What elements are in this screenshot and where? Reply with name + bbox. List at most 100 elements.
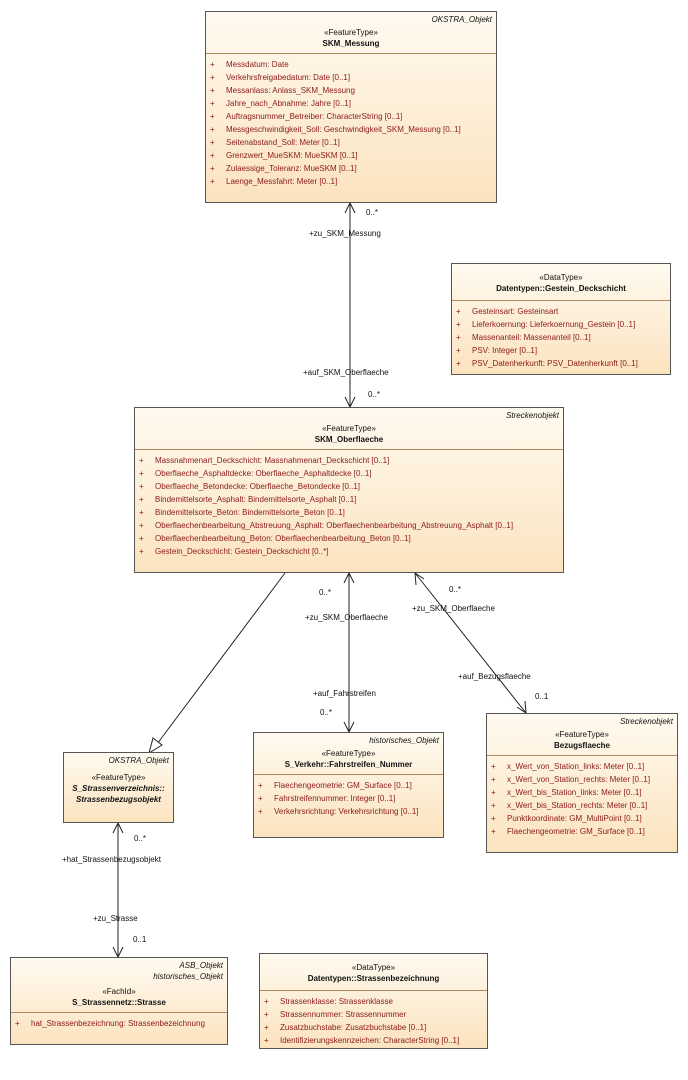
multiplicity-label: 0..* (449, 585, 462, 594)
visibility-marker: + (264, 997, 269, 1006)
class-bezugsflaeche[interactable]: Streckenobjekt «FeatureType» Bezugsflaec… (486, 713, 678, 853)
class-tag: Streckenobjekt (620, 717, 673, 726)
class-strasse[interactable]: ASB_Objekt historisches_Objekt «FachId» … (10, 957, 228, 1045)
class-strassenbezugsobjekt[interactable]: OKSTRA_Objekt «FeatureType» S_Strassenve… (63, 752, 174, 823)
class-name-line1: S_Strassenverzeichnis:: (72, 784, 165, 793)
attribute-row[interactable]: +Verkehrsfreigabedatum: Date [0..1] (210, 71, 492, 84)
class-strassenbezeichnung[interactable]: «DataType» Datentypen::Strassenbezeichnu… (259, 953, 488, 1049)
visibility-marker: + (139, 534, 144, 543)
class-tag: historisches_Objekt (369, 736, 439, 745)
visibility-marker: + (210, 151, 215, 160)
attribute-text: x_Wert_von_Station_rechts: Meter [0..1] (507, 775, 651, 784)
visibility-marker: + (210, 99, 215, 108)
class-gestein-deckschicht[interactable]: «DataType» Datentypen::Gestein_Deckschic… (451, 263, 671, 375)
attribute-row[interactable]: + Zusatzbuchstabe: Zusatzbuchstabe [0..1] (264, 1021, 483, 1034)
attribute-row[interactable]: +hat_Strassenbezeichnung: Strassenbezeic… (15, 1017, 223, 1030)
class-tag: OKSTRA_Objekt (431, 15, 492, 24)
visibility-marker: + (456, 307, 461, 316)
class-fahrstreifen-nummer[interactable]: historisches_Objekt «FeatureType» S_Verk… (253, 732, 444, 838)
attribute-row[interactable]: +x_Wert_von_Station_links: Meter [0..1] (491, 760, 673, 773)
attribute-text: Bindemittelsorte_Beton: Bindemittelsorte… (155, 508, 345, 517)
visibility-marker: + (264, 1036, 269, 1045)
attribute-row[interactable]: +Flaechengeometrie: GM_Surface [0..1] (491, 825, 673, 838)
attribute-row[interactable]: + Gesteinsart: Gesteinsart (456, 305, 666, 318)
generalization-arrowhead (148, 737, 163, 755)
attribute-list: +Strassenklasse: Strassenklasse+Strassen… (260, 991, 487, 1049)
attribute-row[interactable]: +Strassennummer: Strassennummer (264, 1008, 483, 1021)
visibility-marker: + (139, 547, 144, 556)
visibility-marker: + (264, 1023, 269, 1032)
multiplicity-label: 0..* (134, 834, 147, 843)
attribute-row[interactable]: + Zulaessige_Toleranz: MueSKM [0..1] (210, 162, 492, 175)
attribute-text: Messanlass: Anlass_SKM_Messung (226, 86, 355, 95)
attribute-row[interactable]: +Grenzwert_MueSKM: MueSKM [0..1] (210, 149, 492, 162)
attribute-row[interactable]: +Flaechengeometrie: GM_Surface [0..1] (258, 779, 439, 792)
arrow-to-oberflaeche-fs (343, 571, 355, 584)
visibility-marker: + (491, 762, 496, 771)
attribute-row[interactable]: +Oberflaechenbearbeitung_Beton: Oberflae… (139, 532, 559, 545)
class-skm-oberflaeche[interactable]: Streckenobjekt «FeatureType» SKM_Oberfla… (134, 407, 564, 573)
visibility-marker: + (491, 801, 496, 810)
attribute-row[interactable]: +Oberflaechenbearbeitung_Abstreuung_Asph… (139, 519, 559, 532)
visibility-marker: + (264, 1010, 269, 1019)
visibility-marker: + (210, 60, 215, 69)
attribute-row[interactable]: +Seitenabstand_Soll: Meter [0..1] (210, 136, 492, 149)
role-label: +zu_SKM_Oberflaeche (412, 604, 495, 613)
attribute-text: x_Wert_bis_Station_links: Meter [0..1] (507, 788, 642, 797)
attribute-text: Auftragsnummer_Betreiber: CharacterStrin… (226, 112, 403, 121)
visibility-marker: + (210, 177, 215, 186)
attribute-row[interactable]: +Jahre_nach_Abnahme: Jahre [0..1] (210, 97, 492, 110)
visibility-marker: + (210, 164, 215, 173)
attribute-row[interactable]: +Messgeschwindigkeit_Soll: Geschwindigke… (210, 123, 492, 136)
attribute-text: Fahrstreifennummer: Integer [0..1] (274, 794, 396, 803)
attribute-row[interactable]: +x_Wert_bis_Station_rechts: Meter [0..1] (491, 799, 673, 812)
attribute-row[interactable]: +Strassenklasse: Strassenklasse (264, 995, 483, 1008)
attribute-row[interactable]: +Messdatum: Date (210, 58, 492, 71)
attribute-row[interactable]: +x_Wert_bis_Station_links: Meter [0..1] (491, 786, 673, 799)
attribute-row[interactable]: +Oberflaeche_Asphaltdecke: Oberflaeche_A… (139, 467, 559, 480)
visibility-marker: + (139, 456, 144, 465)
attribute-text: Identifizierungskennzeichen: CharacterSt… (280, 1036, 460, 1045)
attribute-row[interactable]: +Massnahmenart_Deckschicht: Massnahmenar… (139, 454, 559, 467)
attribute-row[interactable]: +Bindemittelsorte_Asphalt: Bindemittelso… (139, 493, 559, 506)
role-label: +auf_Bezugsflaeche (458, 672, 531, 681)
attribute-row[interactable]: +Auftragsnummer_Betreiber: CharacterStri… (210, 110, 492, 123)
attribute-row[interactable]: +Bindemittelsorte_Beton: Bindemittelsort… (139, 506, 559, 519)
visibility-marker: + (491, 814, 496, 823)
attribute-text: Oberflaeche_Asphaltdecke: Oberflaeche_As… (155, 469, 372, 478)
visibility-marker: + (15, 1019, 20, 1028)
attribute-row[interactable]: +Messanlass: Anlass_SKM_Messung (210, 84, 492, 97)
attribute-text: Messgeschwindigkeit_Soll: Geschwindigkei… (226, 125, 461, 134)
role-label: +auf_SKM_Oberflaeche (303, 368, 389, 377)
arrow-to-sbo (112, 821, 124, 834)
attribute-row[interactable]: + Identifizierungskennzeichen: CharacterS… (264, 1034, 483, 1047)
visibility-marker: + (139, 482, 144, 491)
attribute-text: Zusatzbuchstabe: Zusatzbuchstabe [0..1] (280, 1023, 427, 1032)
attribute-row[interactable]: +x_Wert_von_Station_rechts: Meter [0..1] (491, 773, 673, 786)
attribute-text: Flaechengeometrie: GM_Surface [0..1] (274, 781, 412, 790)
attribute-row[interactable]: +Oberflaeche_Betondecke: Oberflaeche_Bet… (139, 480, 559, 493)
class-stereotype: «DataType» (351, 963, 396, 972)
class-name: S_Verkehr::Fahrstreifen_Nummer (284, 760, 413, 769)
attribute-text: Zulaessige_Toleranz: MueSKM [0..1] (226, 164, 357, 173)
visibility-marker: + (491, 827, 496, 836)
multiplicity-label: 0..1 (535, 692, 549, 701)
multiplicity-label: 0..* (319, 588, 332, 597)
attribute-row[interactable]: +Punktkoordinate: GM_MultiPoint [0..1] (491, 812, 673, 825)
attribute-text: Verkehrsfreigabedatum: Date [0..1] (226, 73, 351, 82)
attribute-text: Gesteinsart: Gesteinsart (472, 307, 559, 316)
attribute-row[interactable]: +Laenge_Messfahrt: Meter [0..1] (210, 175, 492, 188)
attribute-row[interactable]: +PSV_Datenherkunft: PSV_Datenherkunft [0… (456, 357, 666, 370)
visibility-marker: + (456, 333, 461, 342)
class-skm-messung[interactable]: OKSTRA_Objekt «FeatureType» SKM_Messung … (205, 11, 497, 203)
attribute-row[interactable]: +Lieferkoernung: Lieferkoernung_Gestein … (456, 318, 666, 331)
multiplicity-label: 0..* (320, 708, 333, 717)
attribute-row[interactable]: +Gestein_Deckschicht: Gestein_Deckschich… (139, 545, 559, 558)
visibility-marker: + (258, 794, 263, 803)
class-stereotype: «FachId» (102, 987, 136, 996)
visibility-marker: + (258, 807, 263, 816)
attribute-row[interactable]: +Massenanteil: Massenanteil [0..1] (456, 331, 666, 344)
attribute-row[interactable]: +PSV: Integer [0..1] (456, 344, 666, 357)
attribute-row[interactable]: + Fahrstreifennummer: Integer [0..1] (258, 792, 439, 805)
attribute-row[interactable]: +Verkehrsrichtung: Verkehrsrichtung [0..… (258, 805, 439, 818)
